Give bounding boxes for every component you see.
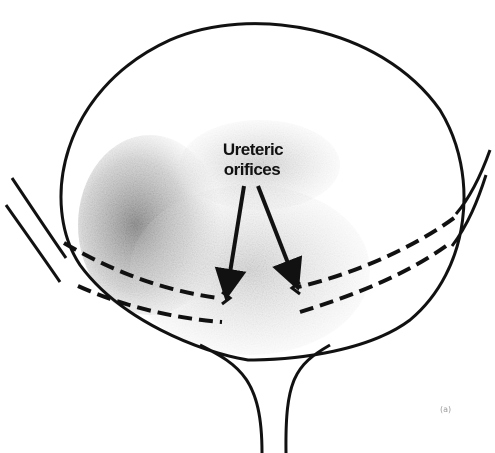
urethra-right-wall [286, 345, 330, 453]
label-orifices: orifices [224, 160, 281, 179]
label-ureteric: Ureteric [223, 140, 283, 159]
left-ureter-inner [6, 205, 60, 282]
left-ureter-outer [12, 178, 66, 258]
corner-mark: (a) [440, 405, 451, 414]
